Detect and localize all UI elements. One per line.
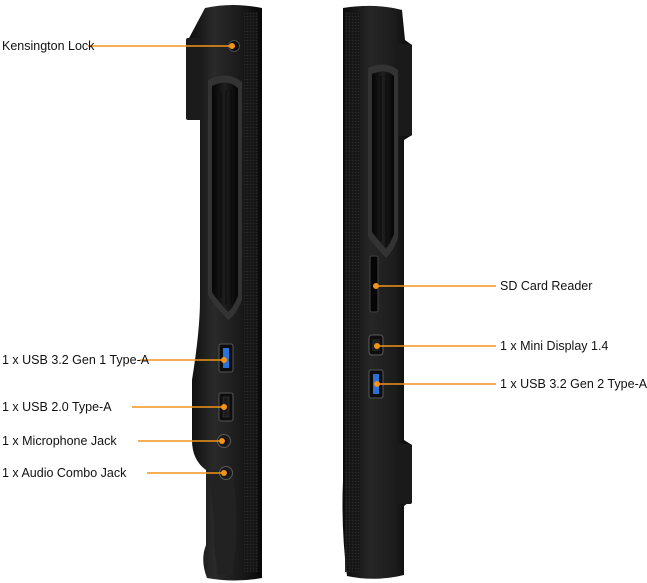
label-sd-card-reader: SD Card Reader <box>500 279 593 293</box>
label-usb-32-gen2: 1 x USB 3.2 Gen 2 Type-A <box>500 377 647 391</box>
left-side-chassis <box>186 5 262 581</box>
label-usb-20: 1 x USB 2.0 Type-A <box>2 400 112 414</box>
right-side-chassis <box>342 5 412 579</box>
label-kensington-lock: Kensington Lock <box>2 39 95 53</box>
label-audio-combo-jack: 1 x Audio Combo Jack <box>2 466 127 480</box>
callout-leaders <box>88 42 496 476</box>
label-mini-display: 1 x Mini Display 1.4 <box>500 339 609 353</box>
label-microphone-jack: 1 x Microphone Jack <box>2 434 117 448</box>
label-usb-32-gen1: 1 x USB 3.2 Gen 1 Type-A <box>2 353 150 367</box>
